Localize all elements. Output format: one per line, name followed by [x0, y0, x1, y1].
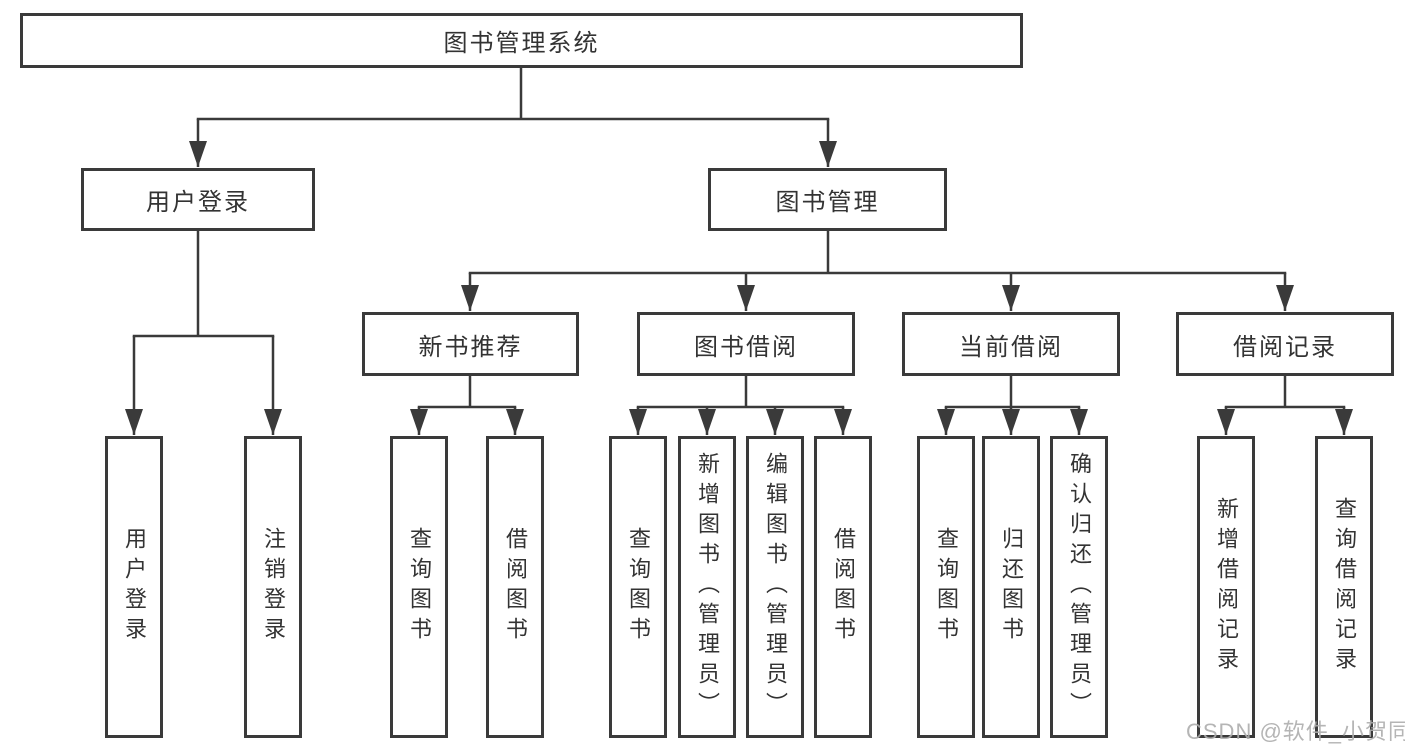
node-book-borrow: 图书借阅 — [637, 312, 855, 376]
node-label: 借阅图书 — [831, 527, 856, 647]
node-label: 借阅图书 — [503, 527, 528, 647]
node-label: 新增图书（管理员） — [695, 452, 720, 722]
node-label: 查询图书 — [407, 527, 432, 647]
node-label: 新书推荐 — [418, 333, 523, 361]
node-label: 图书借阅 — [694, 333, 798, 361]
node-label: 注销登录 — [261, 527, 286, 647]
node-label: 当前借阅 — [959, 333, 1063, 361]
node-borrow-records: 借阅记录 — [1176, 312, 1394, 376]
node-user-login: 用户登录 — [81, 168, 315, 231]
node-label: 图书管理系统 — [443, 30, 600, 57]
node-label: 编辑图书（管理员） — [763, 452, 788, 722]
node-label: 借阅记录 — [1233, 333, 1337, 361]
leaf-add-books-admin: 新增图书（管理员） — [678, 436, 736, 738]
node-label: 用户登录 — [146, 189, 250, 216]
node-label: 新增借阅记录 — [1214, 497, 1239, 677]
leaf-add-borrow-record: 新增借阅记录 — [1197, 436, 1255, 738]
node-label: 查询图书 — [626, 527, 651, 647]
leaf-confirm-return-admin: 确认归还（管理员） — [1050, 436, 1108, 738]
node-label: 图书管理 — [775, 189, 880, 216]
node-label: 用户登录 — [122, 527, 147, 647]
leaf-logout: 注销登录 — [244, 436, 302, 738]
node-label: 查询借阅记录 — [1332, 497, 1357, 677]
csdn-watermark: CSDN @软件_小贺同学 — [1186, 719, 1405, 744]
node-library-management-system: 图书管理系统 — [20, 13, 1023, 68]
leaf-edit-books-admin: 编辑图书（管理员） — [746, 436, 804, 738]
leaf-borrow-books: 借阅图书 — [814, 436, 872, 738]
leaf-return-books: 归还图书 — [982, 436, 1040, 738]
connector-group — [125, 68, 1353, 435]
node-label: 查询图书 — [934, 527, 959, 647]
leaf-query-borrow-record: 查询借阅记录 — [1315, 436, 1373, 738]
node-label: 确认归还（管理员） — [1067, 452, 1092, 722]
node-label: 归还图书 — [999, 527, 1024, 647]
leaf-borrow-books: 借阅图书 — [486, 436, 544, 738]
leaf-query-books: 查询图书 — [917, 436, 975, 738]
leaf-user-login: 用户登录 — [105, 436, 163, 738]
node-current-borrow: 当前借阅 — [902, 312, 1120, 376]
node-book-management: 图书管理 — [708, 168, 947, 231]
leaf-query-books: 查询图书 — [390, 436, 448, 738]
node-new-book-recommend: 新书推荐 — [362, 312, 579, 376]
leaf-query-books: 查询图书 — [609, 436, 667, 738]
